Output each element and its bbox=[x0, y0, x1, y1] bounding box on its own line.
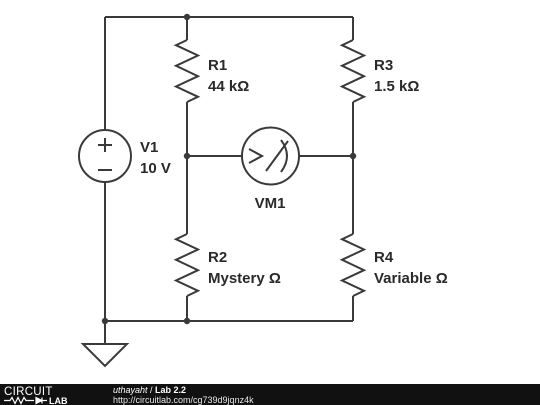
voltage-source-v1[interactable] bbox=[78, 129, 132, 183]
logo-wordmark-top: CIRCUIT bbox=[4, 386, 53, 398]
voltmeter-scale-arc-icon bbox=[280, 139, 288, 173]
circuit-schematic: V1 10 V R1 44 kΩ R3 1.5 kΩ R2 Mystery Ω … bbox=[78, 13, 448, 368]
resistor-r1[interactable] bbox=[173, 39, 201, 103]
breadcrumb-separator: / bbox=[147, 385, 156, 395]
junction-dot bbox=[349, 152, 357, 160]
r1-value-label: 44 kΩ bbox=[208, 78, 249, 95]
junction-dot bbox=[183, 152, 191, 160]
voltage-source-symbol bbox=[78, 129, 132, 183]
junction-dot bbox=[101, 317, 109, 325]
junction-dot bbox=[183, 317, 191, 325]
r2-name-label: R2 bbox=[208, 249, 227, 266]
voltmeter-symbol bbox=[241, 126, 300, 186]
circuit-title: Lab 2.2 bbox=[155, 385, 187, 395]
circuitlab-logo: CIRCUIT LAB bbox=[4, 386, 68, 405]
vm1-name-label: VM1 bbox=[255, 195, 286, 212]
r4-value-label: Variable Ω bbox=[374, 270, 448, 287]
footer-credit: uthayaht / Lab 2.2 bbox=[113, 385, 186, 395]
logo-wordmark-bottom: LAB bbox=[49, 396, 68, 405]
plus-sign-icon bbox=[98, 138, 112, 152]
resistor-r3[interactable] bbox=[339, 39, 367, 103]
author-link[interactable]: uthayaht bbox=[113, 385, 148, 395]
wires bbox=[104, 16, 354, 344]
r2-value-label: Mystery Ω bbox=[208, 270, 281, 287]
ground-icon bbox=[80, 343, 130, 368]
r3-value-label: 1.5 kΩ bbox=[374, 78, 419, 95]
footer-bar: CIRCUIT LAB uthayaht / Lab 2.2 http://ci… bbox=[0, 384, 540, 405]
voltmeter-needle-icon bbox=[265, 140, 289, 172]
voltmeter-chevron-icon bbox=[248, 148, 265, 164]
r3-name-label: R3 bbox=[374, 57, 393, 74]
resistor-r2[interactable] bbox=[173, 233, 201, 297]
logo-diode-icon bbox=[35, 396, 47, 405]
v1-name-label: V1 bbox=[140, 139, 158, 156]
r4-name-label: R4 bbox=[374, 249, 394, 266]
logo-resistor-icon bbox=[4, 396, 34, 405]
resistor-r4[interactable] bbox=[339, 233, 367, 297]
r1-name-label: R1 bbox=[208, 57, 227, 74]
junction-dot bbox=[183, 13, 191, 21]
voltmeter-vm1[interactable] bbox=[241, 126, 300, 186]
junctions bbox=[101, 13, 357, 325]
circuit-url-link[interactable]: http://circuitlab.com/cg739d9jqnz4k bbox=[113, 395, 254, 405]
v1-value-label: 10 V bbox=[140, 160, 171, 177]
